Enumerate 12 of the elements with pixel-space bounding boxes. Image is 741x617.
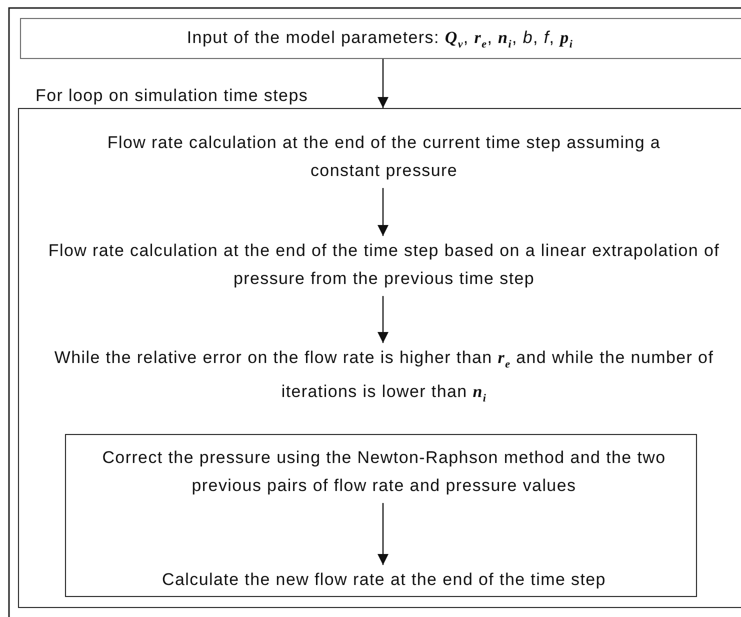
- step-text: Correct the pressure using the Newton-Raphson method and the two previous pairs of flow rate and pressure values: [101, 447, 667, 497]
- step-text: Flow rate calculation at the end of the time step based on a linear extrapolation of pressure from the previous time step: [47, 240, 721, 290]
- step-text: Flow rate calculation at the end of the current time step assuming a constant pressure: [106, 132, 662, 182]
- step-text: While the relative error on the flow rate is higher than r$_{e}$ and while the number of iterations is lower than n$_{i}$: [53, 347, 715, 407]
- process-box: [20, 18, 741, 59]
- step-text: Calculate the new flow rate at the end of the time step: [161, 569, 607, 591]
- step-text: Input of the model parameters: Q$_{v}$, r$_{e}$, n$_{i}$, b, f, p$_{i}$: [186, 26, 574, 52]
- arrow: [378, 59, 388, 108]
- loop-heading: For loop on simulation time steps: [36, 84, 308, 106]
- arrow: [378, 188, 388, 236]
- arrow: [378, 296, 388, 343]
- arrow: [378, 503, 388, 565]
